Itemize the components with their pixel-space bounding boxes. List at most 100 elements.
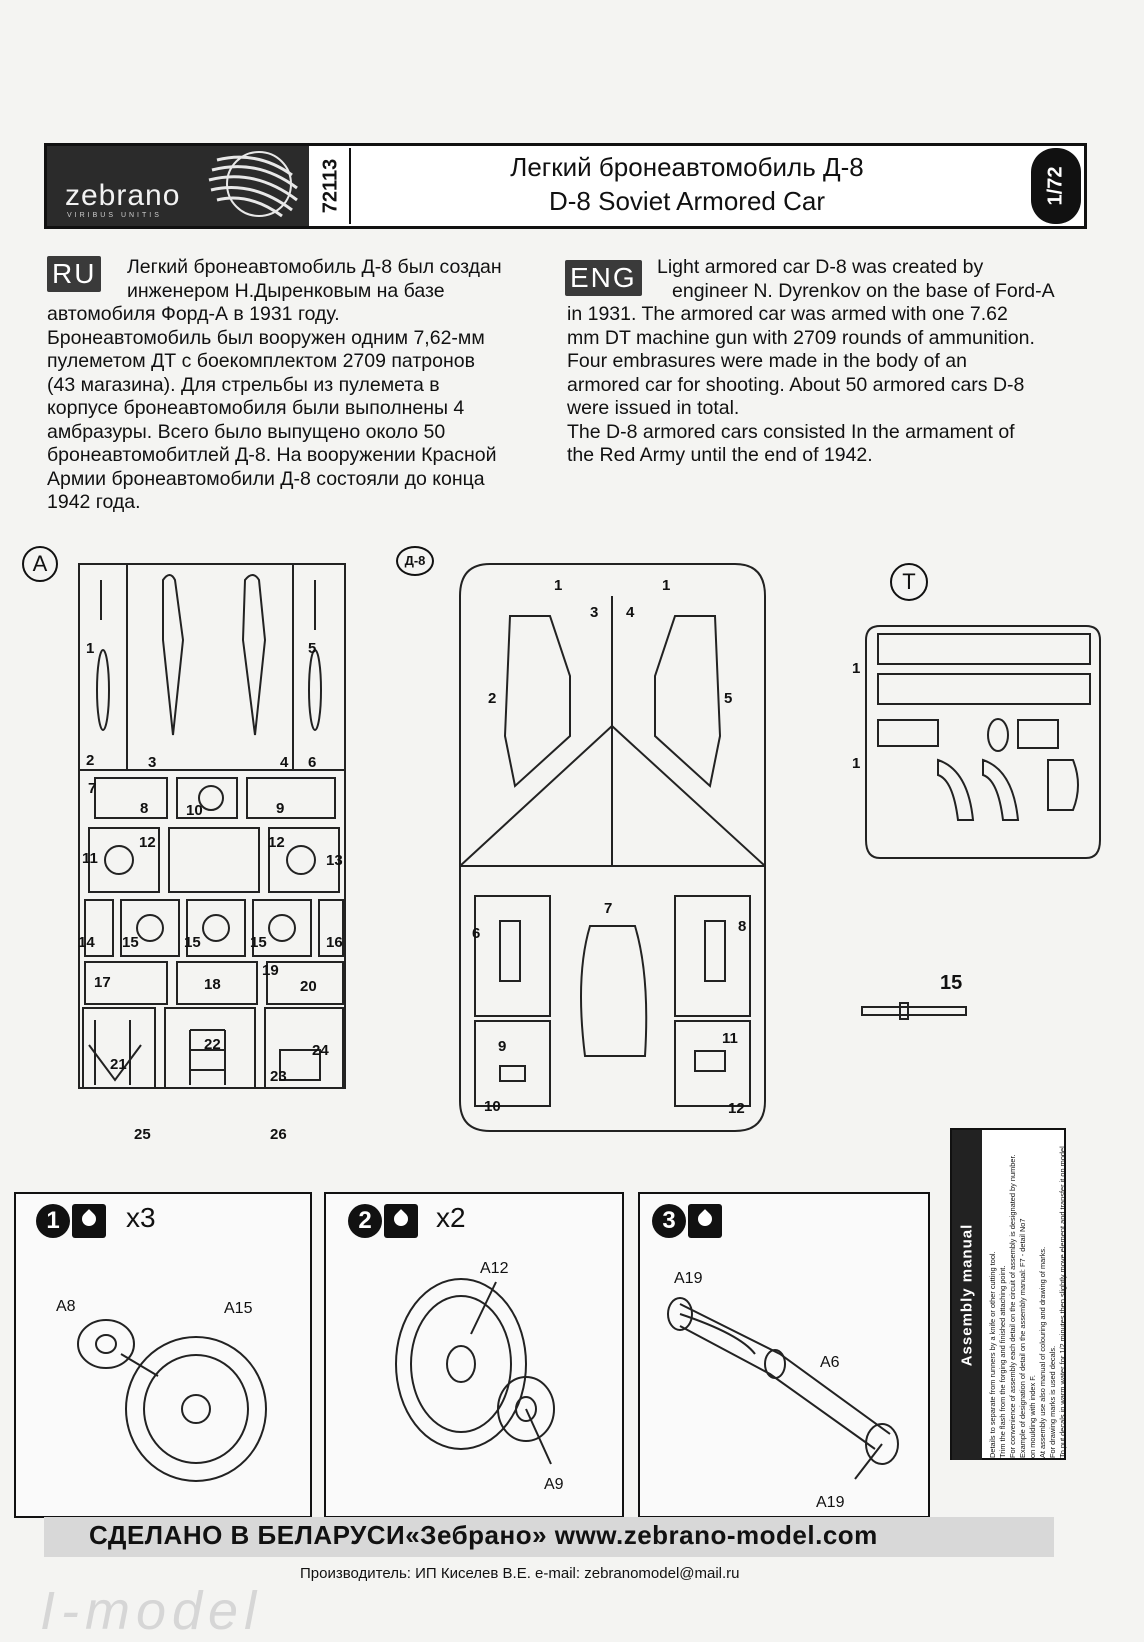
header-bar: zebrano VIRIBUS UNITIS 72113 Легкий брон… [44,143,1087,229]
ru-badge: RU [47,256,102,292]
assembly-manual-title: Assembly manual [952,1130,982,1460]
sprue-d8-diagram [459,563,766,1132]
en-line: were issued in total. [567,397,740,419]
sprue-t-part-num: 1 [852,660,861,677]
sprue-a-part-num: 25 [134,1126,151,1143]
ru-line: (43 магазина). Для стрельбы из пулемета … [47,373,440,396]
ru-line: амбразуры. Всего было выпущено около 50 [47,420,446,443]
sprue-d8-part-num: 1 [662,577,671,594]
sprue-t-part-num: 1 [852,755,861,772]
manual-line: To put decals in warm water for 1/2 minu… [1058,1144,1067,1458]
sprue-a-part-num: 6 [308,754,317,771]
kit-number: 72113 [313,148,351,224]
sprue-a-part-num: 20 [300,978,317,995]
sprue-t-diagram [865,625,1101,859]
brand-name: zebrano [65,179,181,212]
sprue-a-part-num: 15 [184,934,201,951]
callout-label: A6 [820,1354,840,1371]
sprue-d8-part-num: 1 [554,577,563,594]
ru-line: инженером Н.Дыренковым на базе [127,279,445,302]
sprue-a-part-num: 12 [139,834,156,851]
sprue-a-part-num: 17 [94,974,111,991]
glue-drop-icon [72,1204,106,1238]
sprue-a-part-num: 15 [122,934,139,951]
sprue-a-part-num: 10 [186,802,203,819]
manual-line: Trim the flash from the forging and fini… [998,1265,1007,1458]
manual-line: At assembly use also manual of colouring… [1038,1246,1047,1458]
sprue-a-part-num: 23 [270,1068,287,1085]
en-line: in 1931. The armored car was armed with … [567,303,1008,325]
en-line: mm DT machine gun with 2709 rounds of am… [567,326,1035,349]
sprue-d8-part-num: 7 [604,900,613,917]
sprue-a-part-num: 15 [250,934,267,951]
callout-label: A19 [674,1270,703,1287]
sprue-d8-part-num: 12 [728,1100,745,1117]
barrel-part-drawing [861,1002,967,1020]
sprue-a-part-num: 5 [308,640,317,657]
step-3-panel: 3 A19 A6 A19 [638,1192,930,1518]
sprue-a-part-num: 14 [78,934,95,951]
sprue-a-diagram [78,563,346,1089]
brand-logo: zebrano VIRIBUS UNITIS [47,146,309,226]
spoked-wheel-drawing [395,1278,555,1465]
sprue-a-part-num: 1 [86,640,95,657]
step-number: 2 [348,1204,382,1238]
sprue-a-part-num: 22 [204,1036,221,1053]
ru-description: Легкий бронеавтомобиль Д-8 был создан ин… [47,256,557,515]
callout-label: A15 [224,1300,253,1317]
sprue-d8-label: Д-8 [396,546,434,576]
axle-assembly-drawing [667,1297,899,1480]
wheel-assembly-drawing [77,1319,267,1482]
sprue-d8-part-num: 9 [498,1038,507,1055]
assembly-manual-text: Details to separate from runners by a kn… [986,1130,1067,1460]
footer-bar: СДЕЛАНО В БЕЛАРУСИ«Зебрано» www.zebrano-… [44,1517,1054,1557]
sprue-a-part-num: 8 [140,800,149,817]
step-1-panel: 1 x3 A8 A15 [14,1192,312,1518]
callout-label: A12 [480,1260,509,1277]
manual-line: For drawing marks is used decals. [1048,1345,1057,1458]
step-2-panel: 2 x2 A12 A9 [324,1192,624,1518]
ru-line: пулеметом ДТ с боекомплектом 2709 патрон… [47,350,475,372]
glue-drop-icon [688,1204,722,1238]
ru-line: бронеавтомобитлей Д-8. На вооружении Кра… [47,444,497,466]
manual-line: For convenience of assembly each detail … [1008,1154,1017,1458]
step-number: 1 [36,1204,70,1238]
sprue-a-part-num: 18 [204,976,221,993]
sprue-a-part-num: 7 [88,780,97,797]
sprue-d8-part-num: 4 [626,604,635,621]
brand-tagline: VIRIBUS UNITIS [67,212,162,219]
sprue-d8-part-num: 2 [488,690,497,707]
sprue-a-part-num: 24 [312,1042,329,1059]
title-english: D-8 Soviet Armored Car [549,186,825,216]
scale-badge: 1/72 [1031,148,1081,224]
sprue-a-part-num: 11 [82,850,98,867]
step-number: 3 [652,1204,686,1238]
step-multiplier: x2 [436,1202,466,1233]
ru-line: Легкий бронеавтомобиль Д-8 был создан [127,256,502,278]
sprue-d8-part-num: 11 [722,1030,738,1047]
eng-badge: ENG [565,260,642,296]
sprue-d8-part-num: 3 [590,604,599,621]
ru-line: Бронеавтомобиль был вооружен одним 7,62-… [47,326,485,349]
watermark: I-model [40,1581,263,1641]
en-line: engineer N. Dyrenkov on the base of Ford… [672,279,1055,302]
ru-line: автомобиля Форд-А в 1931 году. [47,303,340,325]
en-line: The D-8 armored cars consisted In the ar… [567,420,1015,443]
callout-label: A9 [544,1476,564,1493]
manual-line: Example of designation of detail on the … [1018,1218,1027,1458]
en-line: Light armored car D-8 was created by [657,256,984,278]
sprue-t-label: T [890,563,928,601]
manual-line: on moulding with index F. [1028,1375,1037,1458]
en-line: the Red Army until the end of 1942. [567,444,873,466]
sprue-d8-part-num: 5 [724,690,733,707]
sprue-a-part-num: 16 [326,934,343,951]
glue-drop-icon [384,1204,418,1238]
sprue-a-part-num: 21 [110,1056,127,1073]
sprue-a-label: A [22,546,58,582]
en-line: Four embrasures were made in the body of… [567,350,967,372]
ru-line: 1942 года. [47,491,141,513]
sprue-a-part-num: 13 [326,852,343,869]
sprue-d8-part-num: 6 [472,925,481,942]
ru-line: Армии бронеавтомобили Д-8 состояли до ко… [47,467,485,490]
sprue-t-part-num: 15 [940,972,963,994]
